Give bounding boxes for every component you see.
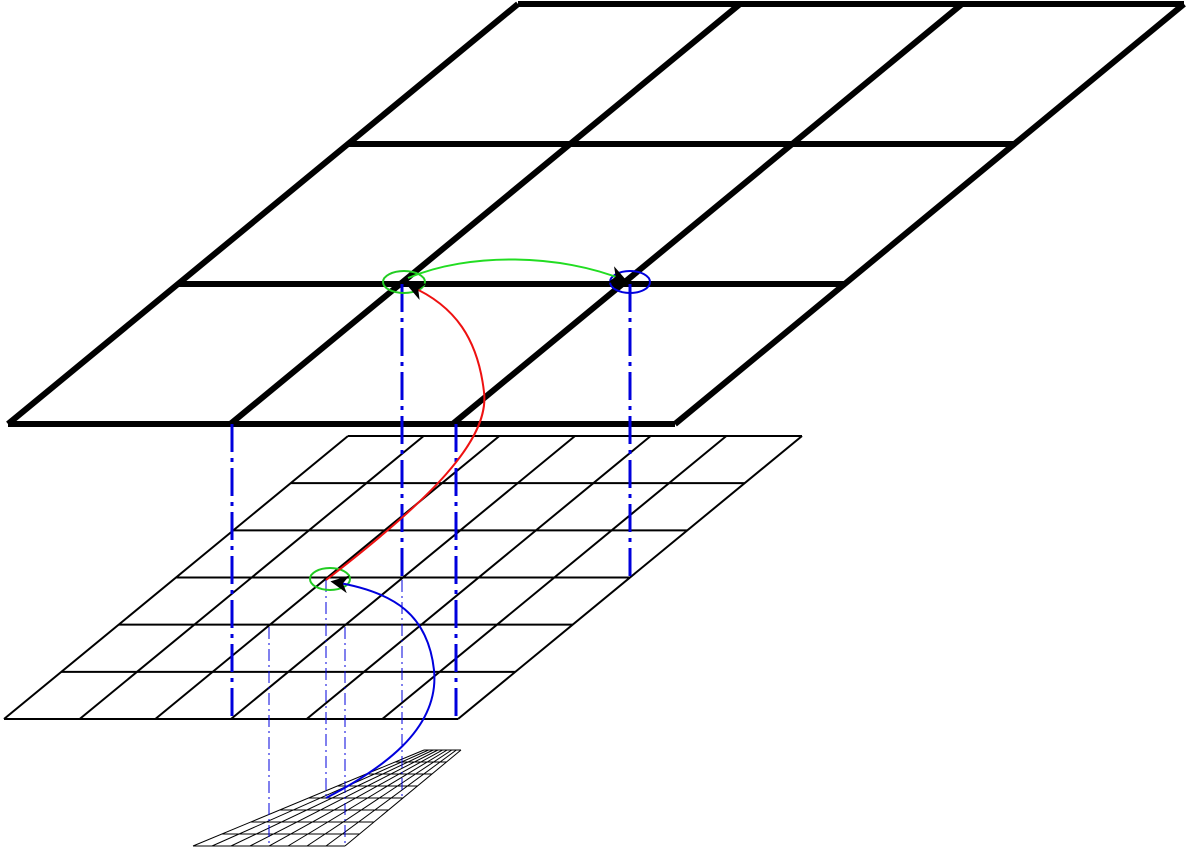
projection-lines-coarse bbox=[230, 284, 632, 718]
fine-grid bbox=[192, 749, 462, 847]
red-arrow bbox=[325, 283, 486, 581]
grid-column-line bbox=[344, 749, 462, 847]
grid-column-line bbox=[6, 1, 520, 427]
grid-column-line bbox=[673, 1, 1186, 427]
grid-column-line bbox=[306, 749, 453, 847]
grid-column-line bbox=[287, 749, 448, 847]
projection-lines-fine bbox=[268, 580, 403, 846]
blue-arrow bbox=[325, 575, 436, 799]
grid-column-line bbox=[268, 749, 443, 847]
coarse-grid bbox=[6, 1, 1186, 427]
green-marker-top bbox=[382, 270, 426, 294]
green-arrow bbox=[407, 258, 628, 283]
medium-grid bbox=[3, 435, 803, 720]
grid-column-line bbox=[450, 1, 964, 427]
grid-column-line bbox=[381, 435, 727, 720]
green-marker-middle bbox=[309, 567, 351, 591]
grid-column-line bbox=[457, 435, 803, 720]
grid-column-line bbox=[325, 749, 457, 847]
grid-column-line bbox=[228, 1, 742, 427]
